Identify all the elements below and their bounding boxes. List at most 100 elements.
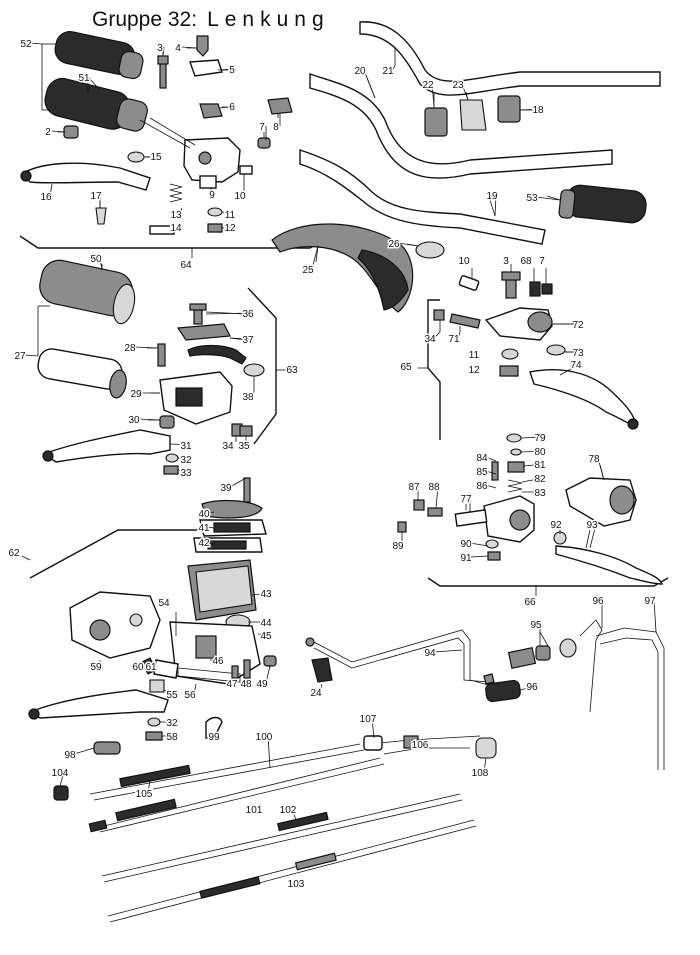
callout-77: 77 [460, 494, 472, 505]
callout-80: 80 [534, 447, 546, 458]
callout-12: 12 [224, 223, 236, 234]
leader-line [137, 418, 161, 421]
callout-45: 45 [260, 631, 272, 642]
callout-11: 11 [225, 210, 236, 221]
leader-line [397, 242, 419, 247]
callout-71: 71 [448, 334, 460, 345]
callout-58: 58 [166, 732, 178, 743]
callout-24: 24 [310, 688, 322, 699]
callout-22: 22 [422, 80, 434, 91]
leader-line [523, 463, 545, 467]
leader-line [521, 477, 545, 483]
callout-50: 50 [90, 254, 102, 265]
leader-line [59, 771, 65, 787]
leader-line [147, 779, 151, 794]
callout-23: 23 [452, 80, 464, 91]
callout-73: 73 [572, 348, 584, 359]
callout-62: 62 [8, 548, 20, 559]
leader-line [51, 130, 66, 133]
grip-50 [39, 259, 136, 325]
leader-line [141, 665, 147, 669]
callout-63: 63 [286, 365, 298, 376]
leader-line [49, 183, 53, 197]
callout-51: 51 [78, 73, 90, 84]
callout-33: 33 [180, 468, 192, 479]
callout-48: 48 [240, 679, 252, 690]
leader-line [371, 717, 375, 739]
leader-line [411, 739, 425, 745]
leader-line [251, 391, 255, 397]
callout-54: 54 [158, 598, 170, 609]
callout-53: 53 [526, 193, 538, 204]
switch-housing [183, 137, 241, 189]
grip-53 [558, 184, 647, 224]
callout-5: 5 [229, 65, 235, 76]
leader-line [207, 541, 215, 546]
handlebar-19 [299, 149, 546, 245]
callout-85: 85 [476, 467, 488, 478]
leader-line [181, 46, 198, 49]
lever-55 [28, 689, 169, 719]
leader-line [229, 337, 253, 340]
callout-72: 72 [572, 320, 584, 331]
callout-29: 29 [130, 389, 142, 400]
callout-83: 83 [534, 488, 546, 499]
callout-26: 26 [388, 239, 400, 250]
leader-line [207, 526, 215, 529]
callout-60: 60 [132, 662, 144, 673]
leader-line [363, 69, 376, 99]
leader-line [205, 312, 253, 315]
callout-64: 64 [180, 260, 192, 271]
leader-line [229, 477, 247, 488]
leader-line [589, 523, 597, 549]
leader-line [519, 108, 543, 111]
callout-44: 44 [260, 618, 272, 629]
callout-6: 6 [229, 102, 235, 113]
leader-line [99, 257, 103, 271]
leader-line [257, 633, 271, 636]
callout-99: 99 [208, 732, 220, 743]
callout-49: 49 [256, 679, 268, 690]
leader-line [163, 689, 177, 695]
callout-7: 7 [259, 122, 265, 133]
callout-21: 21 [382, 66, 394, 77]
callout-96: 96 [526, 682, 538, 693]
callout-41: 41 [198, 523, 210, 534]
leader-line [485, 470, 497, 475]
callout-38: 38 [242, 392, 254, 403]
callout-10: 10 [458, 256, 470, 267]
leader-line [247, 677, 251, 684]
grip-52 [54, 31, 144, 80]
callout-43: 43 [260, 589, 272, 600]
leader-line [469, 542, 489, 547]
grip-51 [44, 77, 148, 132]
leader-line [179, 207, 183, 215]
group-name: Lenkung [207, 8, 330, 31]
leader-line [485, 456, 497, 462]
callout-3: 3 [503, 256, 509, 267]
leader-line [483, 757, 487, 773]
callout-81: 81 [534, 460, 546, 471]
callout-16: 16 [40, 192, 52, 203]
callout-35: 35 [238, 441, 250, 452]
callout-12: 12 [468, 365, 480, 376]
callout-96: 96 [592, 596, 604, 607]
callout-34: 34 [222, 441, 234, 452]
leader-line [221, 211, 235, 215]
callout-97: 97 [644, 596, 656, 607]
callout-84: 84 [476, 453, 488, 464]
callout-105: 105 [136, 789, 153, 800]
callout-61: 61 [145, 662, 157, 673]
callout-14: 14 [170, 223, 182, 234]
leader-line [433, 331, 441, 339]
leader-line [251, 592, 271, 596]
callout-56: 56 [184, 690, 196, 701]
leader-line [162, 46, 165, 57]
callout-92: 92 [550, 520, 562, 531]
leader-line [391, 65, 396, 71]
callout-11: 11 [469, 350, 480, 361]
leader-line [291, 808, 297, 821]
callout-66: 66 [524, 597, 536, 608]
